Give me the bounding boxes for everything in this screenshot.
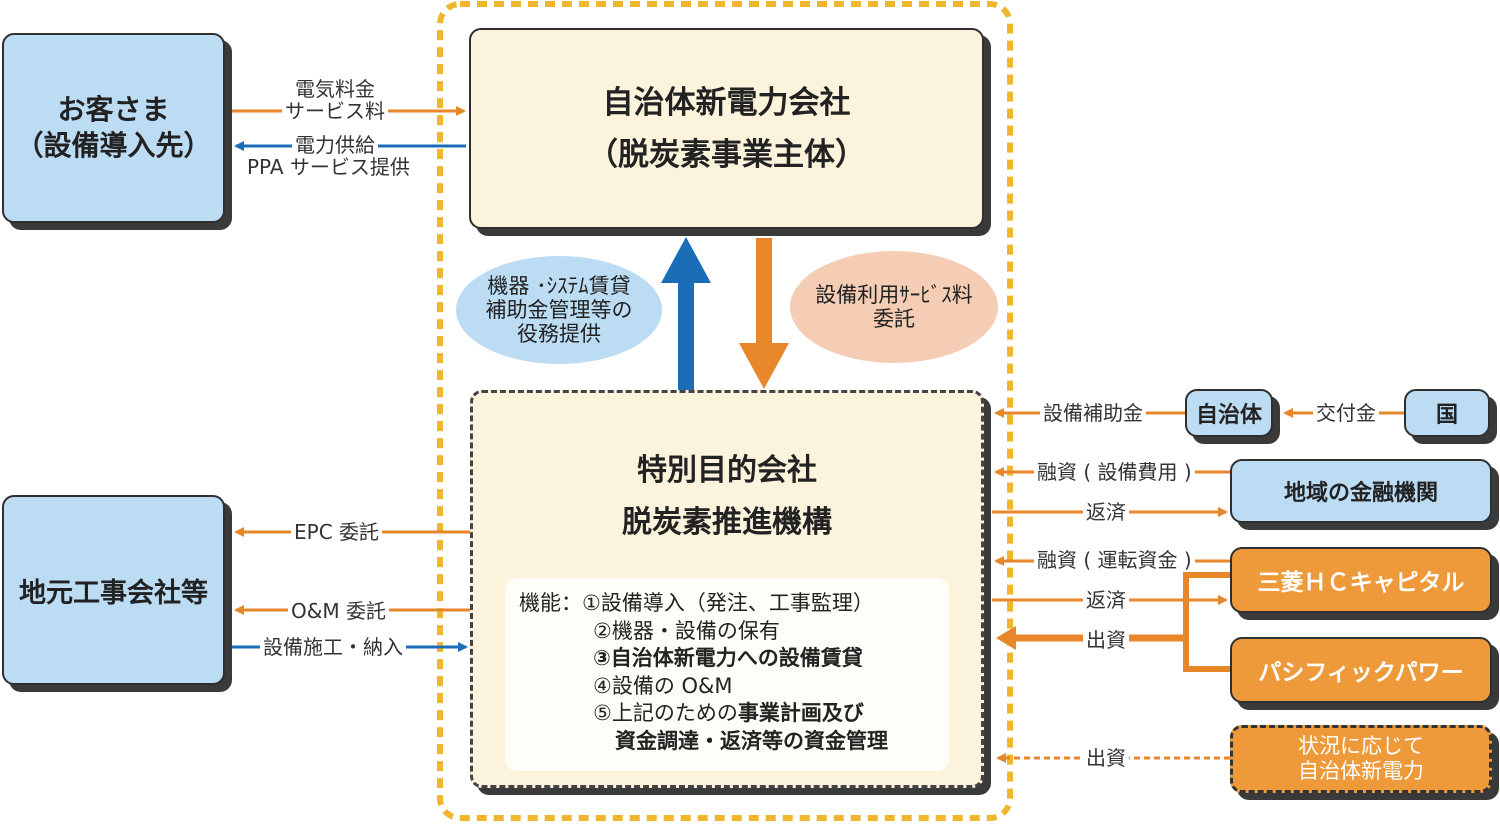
big-down-arrow [739,238,789,389]
label-repay-bank: 返済 [1083,501,1129,523]
top-company-box: 自治体新電力会社 （脱炭素事業主体） [469,28,984,229]
label-loan-working: 融資 ( 運転資金 ) [1034,549,1195,571]
fee-ellipse: 設備利用ｻｰﾋﾞｽ料 委託 [790,251,998,363]
label-service-fee: サービス料 [282,100,388,122]
label-power-supply: 電力供給 [292,134,378,156]
municipality-label: 自治体 [1195,403,1262,428]
contractor-box: 地元工事会社等 [2,495,225,685]
customer-box: お客さま （設備導入先） [2,33,225,223]
mhc-label: 三菱ＨＣキャピタル [1257,570,1465,596]
service-ellipse-line1: 機器 ･ｼｽﾃﾑ賃貸 [487,274,631,298]
function-row-1: 機能：①設備導入（発注、工事監理） [519,590,949,618]
label-electricity-fee: 電気料金 [292,78,378,100]
customer-line1: お客さま [57,93,170,126]
fee-ellipse-line1: 設備利用ｻｰﾋﾞｽ料 [815,283,973,307]
function-row-2: ②機器・設備の保有 [519,618,949,646]
pacific-label: パシフィックパワー [1258,660,1464,686]
municipality-box: 自治体 [1185,389,1273,437]
regional-bank-label: 地域の金融機関 [1283,481,1438,506]
service-ellipse-line2: 補助金管理等の [485,298,633,322]
pacific-box: パシフィックパワー [1230,637,1492,703]
function-list: 機能：①設備導入（発注、工事監理） ②機器・設備の保有 ③自治体新電力への設備賃… [505,578,949,771]
label-subsidy: 設備補助金 [1040,402,1146,424]
label-loan-equipment: 融資 ( 設備費用 ) [1034,461,1195,483]
function-item-5b: 事業計画及び [737,701,864,725]
invest-bracket [1183,572,1230,672]
big-up-arrow [661,237,711,390]
contractor-label: 地元工事会社等 [19,577,208,609]
customer-line2: （設備導入先） [15,129,212,162]
situational-line1: 状況に応じて [1298,734,1424,758]
label-epc: EPC 委託 [291,521,383,543]
function-row-6: 資金調達・返済等の資金管理 [519,728,949,756]
arrow-invest-head [996,626,1016,650]
function-item-5a: ⑤上記のための [593,701,738,725]
function-prefix: 機能： [519,591,582,615]
situational-box: 状況に応じて 自治体新電力 [1230,725,1492,793]
situational-line2: 自治体新電力 [1298,759,1424,783]
function-row-3: ③自治体新電力への設備賃貸 [519,645,949,673]
label-invest-situational: 出資 [1083,747,1129,769]
function-item-5c: 資金調達・返済等の資金管理 [615,728,888,753]
organization-frame [437,1,1013,821]
label-grant: 交付金 [1313,402,1379,424]
function-item-1: ①設備導入（発注、工事監理） [582,591,874,615]
service-ellipse-line3: 役務提供 [517,322,601,346]
service-ellipse: 機器 ･ｼｽﾃﾑ賃貸 補助金管理等の 役務提供 [456,256,662,364]
function-row-4: ④設備の O&M [519,673,949,701]
spc-line2: 脱炭素推進機構 [622,505,832,540]
label-invest: 出資 [1083,629,1129,651]
regional-bank-box: 地域の金融機関 [1230,459,1492,523]
function-row-5: ⑤上記のための事業計画及び [519,700,949,728]
nation-label: 国 [1435,403,1458,428]
function-item-4: ④設備の O&M [593,673,733,698]
mhc-box: 三菱ＨＣキャピタル [1230,547,1492,613]
label-om: O&M 委託 [288,600,389,622]
spc-line1: 特別目的会社 [637,453,817,488]
top-company-line2: （脱炭素事業主体） [587,136,866,173]
function-item-2: ②機器・設備の保有 [593,618,780,643]
label-construction: 設備施工・納入 [260,636,406,658]
label-repay-mhc: 返済 [1083,589,1129,611]
top-company-line1: 自治体新電力会社 [602,84,851,121]
fee-ellipse-line2: 委託 [873,307,915,331]
label-ppa-service: PPA サービス提供 [244,156,413,178]
function-item-3: ③自治体新電力への設備賃貸 [593,646,863,670]
nation-box: 国 [1404,389,1490,437]
